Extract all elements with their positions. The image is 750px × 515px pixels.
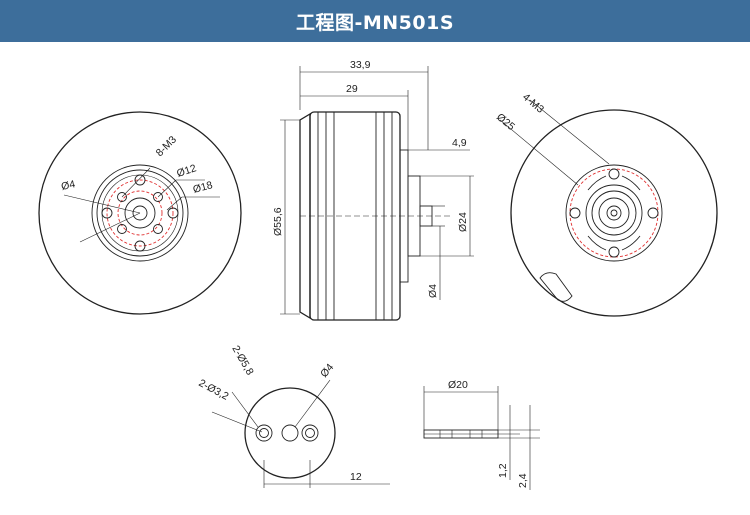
rear-slot xyxy=(587,175,607,191)
rear-pcd-25 xyxy=(569,168,659,258)
front-hole xyxy=(167,207,179,219)
disc-dim-d4: Ø4 xyxy=(318,361,336,380)
rear-slot xyxy=(621,175,641,191)
front-hole xyxy=(134,174,146,186)
rear-hole xyxy=(608,246,620,258)
page-title: 工程图-MN501S xyxy=(295,11,455,34)
rear-hole xyxy=(647,207,659,219)
washer-detail: Ø20 1,2 2,4 xyxy=(423,379,540,490)
rear-hole xyxy=(569,207,581,219)
front-view: Ø4 8-M3 Ø12 Ø18 xyxy=(38,111,242,315)
side-dim-29: 29 xyxy=(346,83,358,95)
front-dim-d12: Ø12 xyxy=(175,162,198,180)
front-center-ring xyxy=(124,197,156,229)
front-hole xyxy=(134,240,146,252)
washer-dim-d20: Ø20 xyxy=(448,379,468,391)
disc-detail: 2-Ø5,8 Ø4 2-Ø3,2 12 xyxy=(197,344,390,488)
disc-cb-hole xyxy=(301,424,319,442)
front-shaft-hole xyxy=(132,205,148,221)
disc-through-hole xyxy=(305,428,315,438)
side-view: 33,9 29 4,9 Ø55,6 Ø24 Ø4 xyxy=(272,59,474,321)
rear-base-outline xyxy=(565,164,663,262)
rear-slot xyxy=(621,235,641,251)
front-pcd-18 xyxy=(106,179,174,247)
rear-shaft xyxy=(606,205,622,221)
rear-shaft-center xyxy=(610,209,618,217)
disc-dim-12: 12 xyxy=(350,471,362,483)
engineering-drawing: Ø4 8-M3 Ø12 Ø18 xyxy=(38,59,718,490)
disc-cb-hole xyxy=(255,424,273,442)
washer-dim-24: 2,4 xyxy=(517,473,529,488)
rear-boss-mid xyxy=(591,190,637,236)
title-bar: 工程图-MN501S xyxy=(0,0,750,42)
side-dim-339: 33,9 xyxy=(350,59,371,71)
rear-outer-circle xyxy=(510,109,718,317)
front-hub-ring xyxy=(96,169,184,257)
front-dim-d4: Ø4 xyxy=(60,178,76,193)
front-hole xyxy=(117,224,127,234)
front-dim-d18: Ø18 xyxy=(192,179,214,196)
rear-boss-outer xyxy=(585,184,643,242)
disc-dim-d32: 2-Ø3,2 xyxy=(197,377,231,403)
rear-dim-d25: Ø25 xyxy=(494,111,517,133)
rear-hole xyxy=(608,168,620,180)
front-hole xyxy=(153,224,163,234)
side-dim-d556: Ø55,6 xyxy=(272,207,284,236)
washer-dim-12: 1,2 xyxy=(497,463,509,478)
front-hub-outer xyxy=(91,164,189,262)
rear-cable-outlet xyxy=(539,272,573,302)
rear-slot xyxy=(587,235,607,251)
side-dim-d24: Ø24 xyxy=(457,212,469,232)
rear-boss-inner xyxy=(598,197,630,229)
disc-through-hole xyxy=(259,428,269,438)
disc-outline xyxy=(244,387,336,479)
front-hole xyxy=(117,192,127,202)
front-dim-8m3: 8-M3 xyxy=(154,134,180,160)
front-outer-circle xyxy=(38,111,242,315)
rear-dim-4m3: 4-M3 xyxy=(520,91,546,116)
front-hole xyxy=(153,192,163,202)
side-dim-49: 4,9 xyxy=(452,137,467,149)
front-hole xyxy=(101,207,113,219)
disc-center-hole xyxy=(281,424,299,442)
disc-dim-d58: 2-Ø5,8 xyxy=(229,344,256,378)
side-dim-d4: Ø4 xyxy=(427,284,439,298)
rear-view: 4-M3 Ø25 xyxy=(494,91,718,317)
front-pcd-12 xyxy=(117,190,163,236)
